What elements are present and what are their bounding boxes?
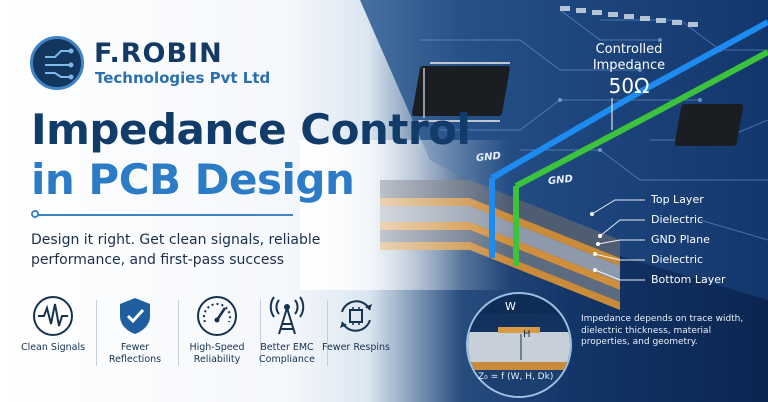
feature-separator: [260, 300, 261, 366]
feature-separator: [327, 300, 328, 366]
gauge-icon: [197, 296, 237, 336]
feature-clean-signals: Clean Signals: [14, 294, 92, 354]
antenna-tower-icon: [269, 296, 305, 335]
brand-logo: [30, 36, 84, 90]
cross-section-diagram: [466, 292, 572, 398]
layer-dielectric-2: Dielectric: [651, 253, 704, 266]
feature-emc: Better EMC Compliance: [248, 294, 326, 366]
shield-check-icon: [120, 298, 150, 334]
brand-subtitle: Technologies Pvt Ltd: [95, 69, 271, 87]
chip-right: [674, 104, 744, 146]
layer-top: Top Layer: [651, 193, 704, 206]
impedance-formula: Z₀ = f (W, H, Dk): [478, 372, 554, 382]
chip-cycle-icon: [340, 300, 372, 332]
impedance-value: 50Ω: [608, 74, 650, 98]
feature-fewer-respins: Fewer Respins: [317, 294, 395, 354]
feature-label: Clean Signals: [20, 342, 86, 353]
feature-fewer-reflections: Fewer Reflections: [96, 294, 174, 366]
height-label: H: [523, 329, 531, 340]
feature-separator: [96, 300, 97, 366]
brand-name: F.ROBIN: [94, 38, 223, 69]
layer-bottom: Bottom Layer: [651, 273, 726, 286]
layer-gnd-plane: GND Plane: [651, 233, 710, 246]
divider-line: [38, 214, 293, 216]
chip-left: [412, 66, 510, 118]
waveform-icon: [33, 296, 73, 336]
feature-label: High-Speed Reliability: [189, 342, 245, 365]
tagline: Design it right. Get clean signals, reli…: [31, 232, 321, 268]
feature-label: Fewer Respins: [322, 342, 390, 353]
page-title-line2: in PCB Design: [31, 155, 355, 204]
page-title-line1: Impedance Control: [31, 105, 471, 154]
impedance-note: Impedance depends on trace width, dielec…: [581, 314, 744, 347]
feature-label: Fewer Reflections: [108, 342, 162, 365]
width-label: W: [505, 300, 516, 313]
circuit-logo-icon: [45, 48, 74, 80]
feature-separator: [178, 300, 179, 366]
layer-dielectric-1: Dielectric: [651, 213, 704, 226]
impedance-label: Controlled Impedance: [592, 42, 666, 73]
feature-label: Better EMC Compliance: [259, 342, 315, 365]
feature-high-speed: High-Speed Reliability: [178, 294, 256, 366]
controlled-traces: [489, 19, 768, 266]
